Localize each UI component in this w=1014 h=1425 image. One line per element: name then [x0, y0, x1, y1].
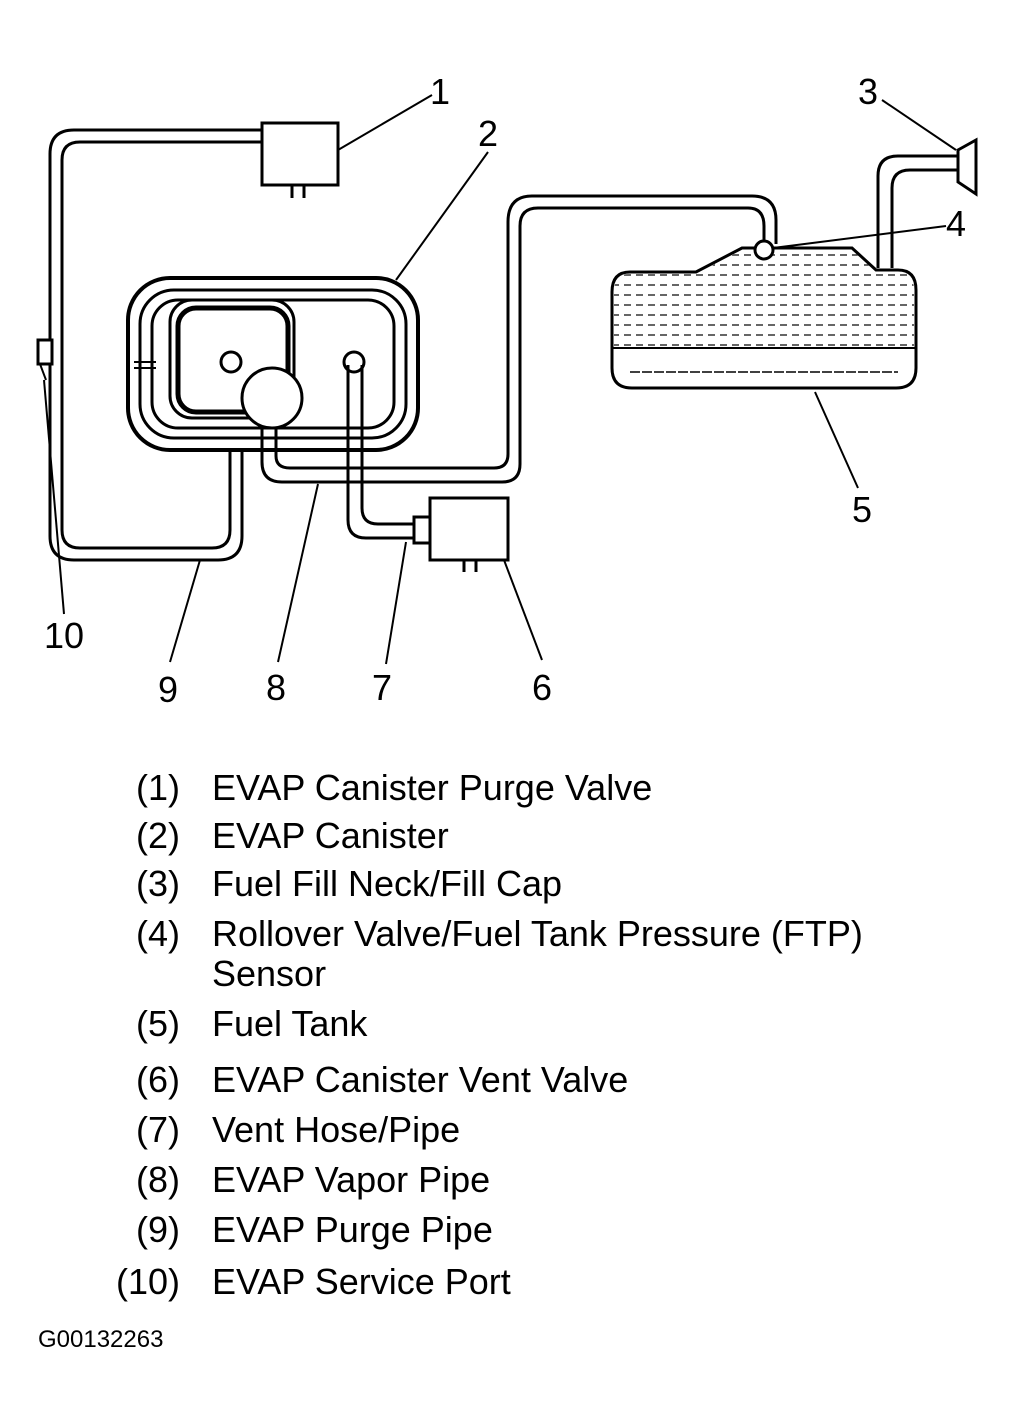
legend-number: (5)	[136, 1003, 180, 1044]
fuel-fill-neck	[876, 154, 958, 268]
callout-9: 9	[158, 669, 178, 710]
legend-label-continued: Sensor	[212, 953, 327, 994]
legend-number: (9)	[136, 1209, 180, 1250]
legend-number: (8)	[136, 1159, 180, 1200]
evap-purge-pipe	[48, 128, 262, 562]
callout-7: 7	[372, 667, 392, 708]
callout-5: 5	[852, 489, 872, 530]
legend-number: (4)	[136, 913, 180, 954]
evap-canister-purge-valve	[260, 121, 340, 198]
legend-number: (6)	[136, 1059, 180, 1100]
legend-label: Fuel Tank	[212, 1003, 368, 1044]
legend-number: (1)	[136, 767, 180, 808]
leader-lines	[43, 94, 957, 665]
callout-8: 8	[266, 667, 286, 708]
legend-number: (2)	[136, 815, 180, 856]
callout-6: 6	[532, 667, 552, 708]
legend-label: EVAP Canister Purge Valve	[212, 767, 653, 808]
legend-label: EVAP Vapor Pipe	[212, 1159, 491, 1200]
legend-label: Fuel Fill Neck/Fill Cap	[212, 863, 563, 904]
legend-label: EVAP Service Port	[212, 1261, 511, 1302]
callout-10: 10	[44, 615, 84, 656]
fuel-tank	[610, 246, 918, 390]
legend-number: (7)	[136, 1109, 180, 1150]
legend-label: EVAP Canister	[212, 815, 449, 856]
evap-canister-vent-valve	[412, 496, 510, 572]
evap-vapor-pipe	[260, 194, 778, 484]
callout-3: 3	[858, 71, 878, 112]
vent-hose-pipe	[346, 365, 428, 540]
legend-label: EVAP Purge Pipe	[212, 1209, 493, 1250]
evap-system-diagram: 1 2 3 4 5 6 7 8 9 10	[36, 71, 978, 710]
callout-4: 4	[946, 203, 966, 244]
callout-1: 1	[430, 71, 450, 112]
evap-canister	[126, 276, 420, 452]
fill-cap	[956, 137, 978, 197]
evap-service-port	[36, 338, 54, 381]
legend-label: Vent Hose/Pipe	[212, 1109, 461, 1150]
callout-labels: 1 2 3 4 5 6 7 8 9 10	[44, 71, 966, 710]
rollover-valve-ftp-sensor	[753, 239, 775, 261]
legend-label: Rollover Valve/Fuel Tank Pressure (FTP)	[212, 913, 863, 954]
callout-2: 2	[478, 113, 498, 154]
legend-number: (3)	[136, 863, 180, 904]
legend-number: (10)	[115, 1261, 180, 1302]
figure-id: G00132263	[38, 1326, 164, 1353]
legend-label: EVAP Canister Vent Valve	[212, 1059, 629, 1100]
